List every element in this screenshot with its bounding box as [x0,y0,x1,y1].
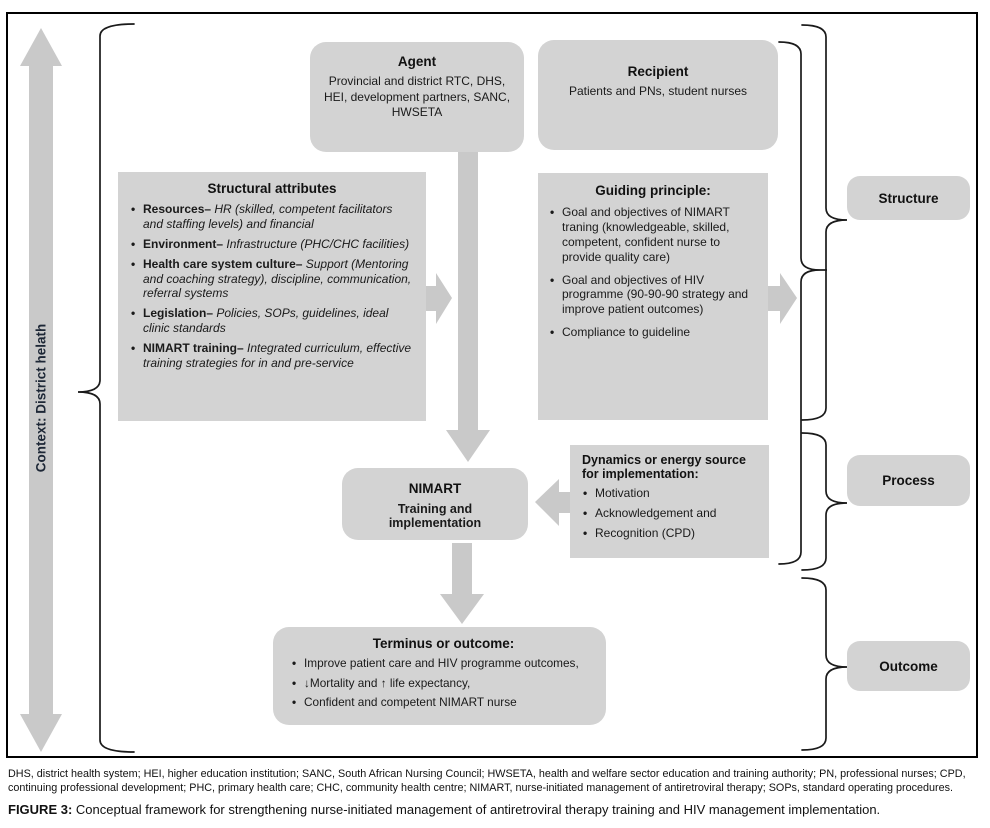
guiding-principle-box: Guiding principle: Goal and objectives o… [538,173,768,420]
list-item: Goal and objectives of NIMART traning (k… [549,205,757,265]
list-item: Resources– HR (skilled, competent facili… [130,202,414,232]
figure-caption-text: Conceptual framework for strengthening n… [72,802,881,817]
figure-caption-label: FIGURE 3: [8,802,73,817]
figure-border [6,12,978,758]
abbreviations-text: DHS, district health system; HEI, higher… [8,768,966,795]
process-label-box: Process [847,455,970,506]
agent-body: Provincial and district RTC, DHS, HEI, d… [323,74,511,120]
dynamics-list: Motivation Acknowledgement and Recogniti… [582,486,761,541]
list-item: Improve patient care and HIV programme o… [291,656,596,671]
agent-box: Agent Provincial and district RTC, DHS, … [310,42,524,152]
terminus-box: Terminus or outcome: Improve patient car… [273,627,606,725]
nimart-box: NIMART Training and implementation [342,468,528,540]
list-item: ↓Mortality and ↑ life expectancy, [291,676,596,691]
structural-attributes-title: Structural attributes [207,181,337,196]
nimart-title: NIMART [408,481,462,496]
terminus-list: Improve patient care and HIV programme o… [291,656,596,710]
guiding-principle-list: Goal and objectives of NIMART traning (k… [549,205,757,340]
figure-caption: FIGURE 3: Conceptual framework for stren… [8,802,984,817]
recipient-body: Patients and PNs, student nurses [568,84,748,98]
guiding-principle-title: Guiding principle: [595,183,711,198]
structural-attributes-list: Resources– HR (skilled, competent facili… [130,202,414,371]
agent-title: Agent [397,54,437,69]
list-item: Acknowledgement and [582,506,761,521]
list-item: Confident and competent NIMART nurse [291,695,596,710]
list-item: Health care system culture– Support (Men… [130,257,414,302]
dynamics-box: Dynamics or energy source for implementa… [570,445,769,558]
list-item: Legislation– Policies, SOPs, guidelines,… [130,306,414,336]
context-arrow-label: Context: District helath [33,323,49,473]
list-item: Compliance to guideline [549,325,757,340]
structural-attributes-box: Structural attributes Resources– HR (ski… [118,172,426,421]
list-item: Recognition (CPD) [582,526,761,541]
list-item: NIMART training– Integrated curriculum, … [130,341,414,371]
recipient-box: Recipient Patients and PNs, student nurs… [538,40,778,150]
nimart-subtitle: Training and implementation [388,502,482,530]
recipient-title: Recipient [627,64,689,79]
list-item: Goal and objectives of HIV programme (90… [549,273,757,318]
list-item: Environment– Infrastructure (PHC/CHC fac… [130,237,414,252]
list-item: Motivation [582,486,761,501]
terminus-title: Terminus or outcome: [372,636,515,651]
dynamics-title: Dynamics or energy source for implementa… [582,453,746,481]
structure-label-box: Structure [847,176,970,220]
outcome-label-box: Outcome [847,641,970,691]
